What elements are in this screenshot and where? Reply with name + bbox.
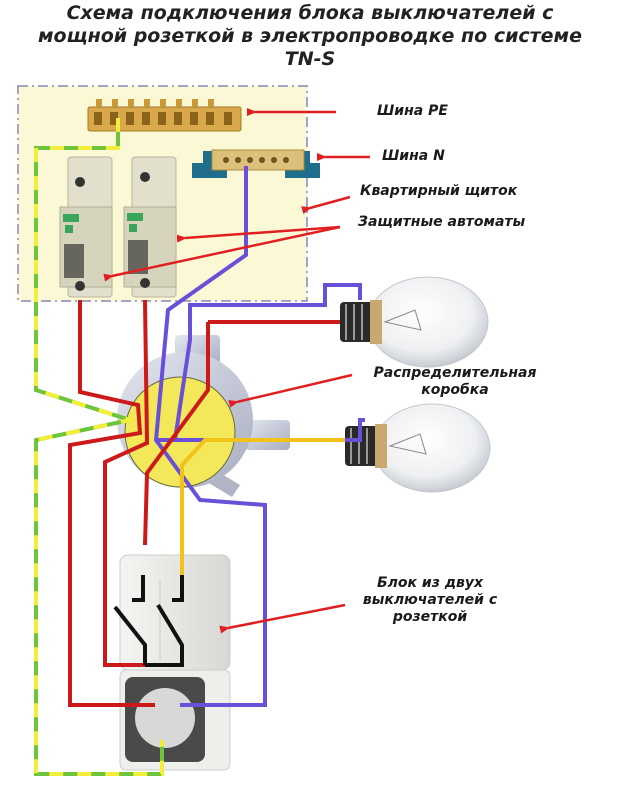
neutral-wire: [153, 166, 365, 707]
light-bulb-1: [340, 276, 489, 368]
switch-socket-block: [119, 554, 231, 771]
label-junction-box: Распределительная коробка: [355, 365, 555, 399]
light-bulb-2: [345, 403, 491, 493]
title-line-1: Схема подключения блока выключателей с: [66, 2, 554, 24]
circuit-breaker-2: [123, 156, 177, 298]
title-line-3: TN-S: [284, 48, 336, 70]
arrow-panel: [301, 195, 351, 214]
circuit-breaker-1: [59, 156, 113, 298]
callout-arrows: [103, 108, 370, 634]
switched-wire-lamp-2: [180, 438, 345, 575]
n-bus: [192, 149, 320, 178]
phase-wire: [68, 299, 340, 707]
diagram-title: Схема подключения блока выключателей с м…: [0, 2, 620, 71]
label-panel: Квартирный щиток: [360, 183, 518, 199]
title-line-2: мощной розеткой в электропроводке по сис…: [38, 25, 582, 47]
label-switch-block-line-1: Блок из двух: [376, 575, 484, 591]
label-pe-bus: Шина PE: [377, 103, 448, 119]
arrow-breaker-2: [176, 225, 341, 243]
label-switch-block: Блок из двух выключателей с розеткой: [350, 575, 510, 626]
label-breakers: Защитные автоматы: [358, 214, 526, 230]
label-n-bus: Шина N: [382, 148, 445, 164]
arrow-switch-block: [219, 603, 346, 634]
arrow-breaker-1: [103, 225, 341, 282]
label-switch-block-line-2: выключателей с: [362, 592, 498, 608]
pe-bus: [87, 99, 242, 132]
label-junction-box-line-1: Распределительная: [373, 365, 537, 381]
earth-wire: [34, 118, 164, 776]
arrow-junction-box: [228, 373, 353, 408]
junction-box: [117, 335, 290, 497]
switch-contacts: [113, 575, 184, 667]
label-switch-block-line-3: розеткой: [392, 609, 468, 625]
label-junction-box-line-2: коробка: [421, 382, 489, 398]
